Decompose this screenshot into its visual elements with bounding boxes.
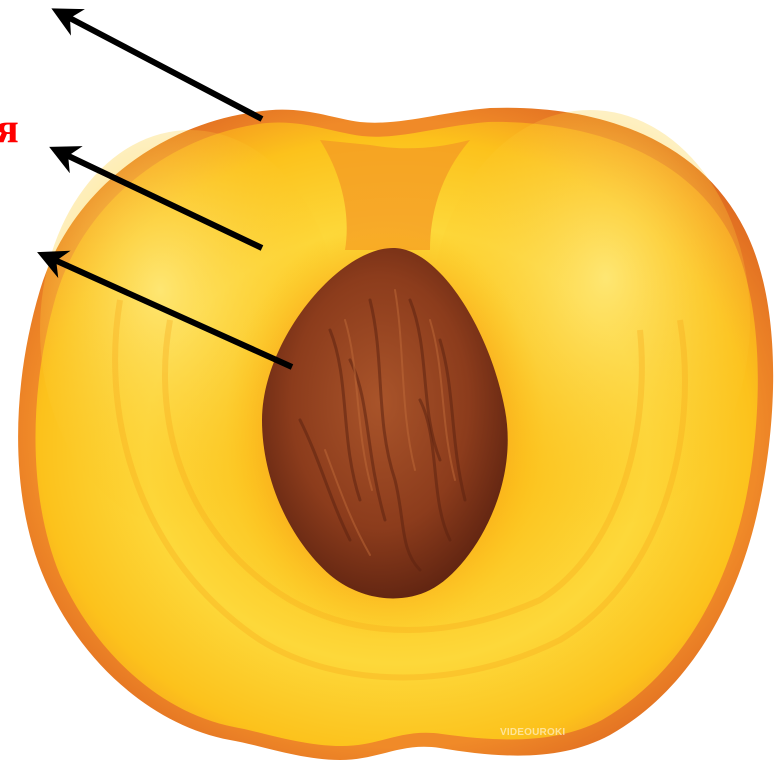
watermark: VIDEOUROKI bbox=[500, 727, 565, 738]
arrow-skin bbox=[62, 14, 262, 119]
partial-label: я bbox=[0, 108, 19, 150]
